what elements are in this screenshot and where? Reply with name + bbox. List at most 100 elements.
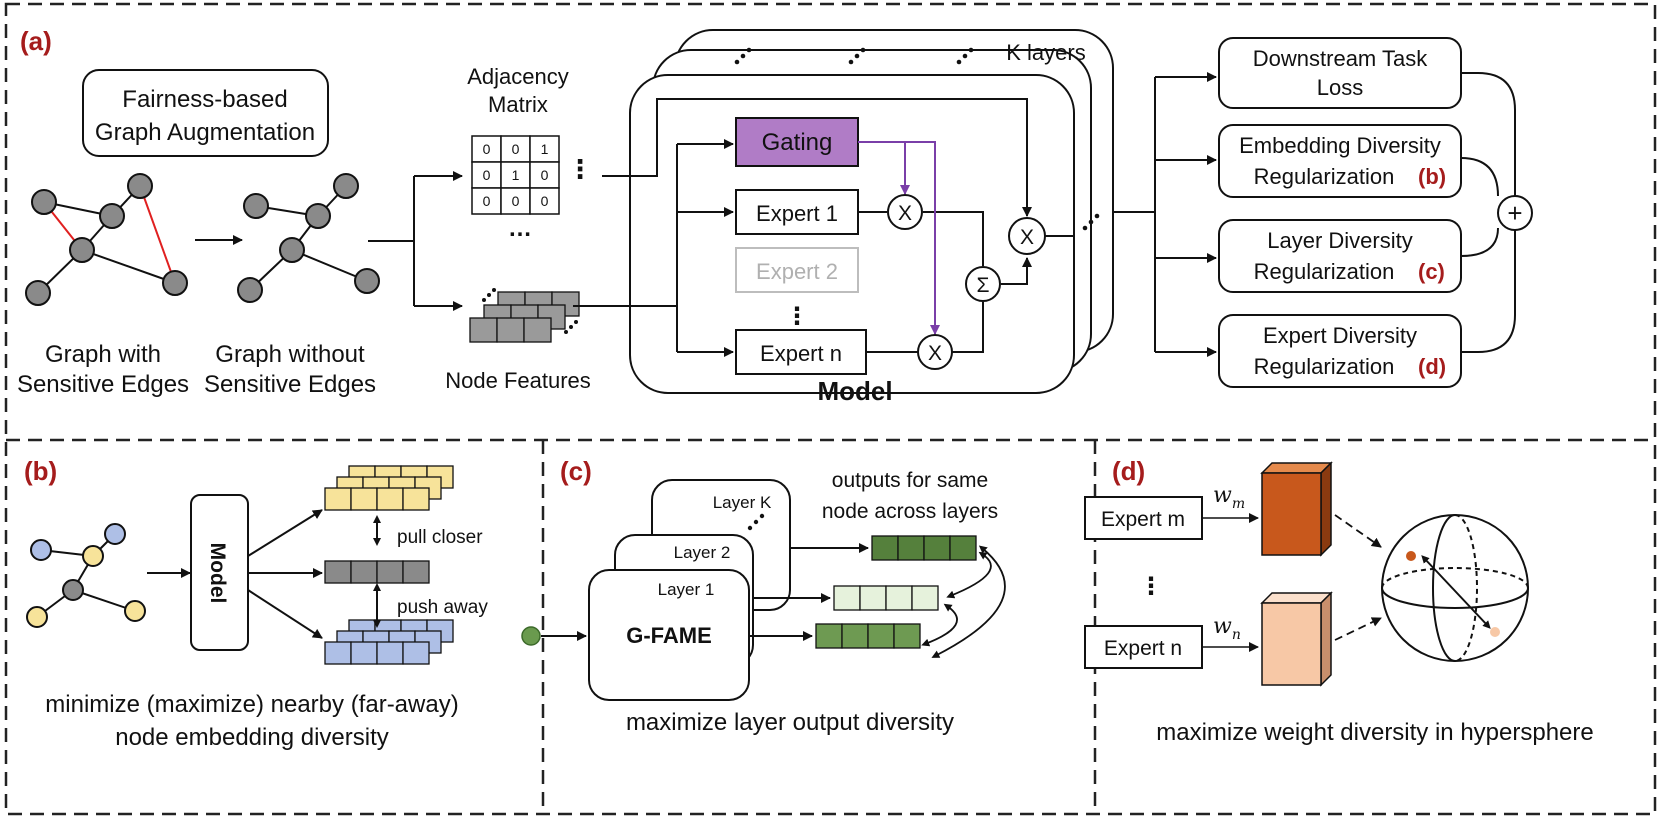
- graph1-label-line1: Graph with: [45, 341, 161, 368]
- feature-cell: [350, 560, 378, 584]
- outer-dashed-border: [4, 2, 1657, 816]
- layer-diversity-line1: Layer Diversity: [1267, 228, 1412, 253]
- embedding-diversity-line1: Embedding Diversity: [1239, 133, 1441, 158]
- projection-arrows: [1334, 514, 1382, 641]
- layer-dots: [734, 47, 974, 65]
- panel-b-graph: [26, 523, 146, 628]
- matrix-cell: [500, 161, 531, 189]
- graph1-label-line2: Sensitive Edges: [17, 371, 189, 398]
- feature-cell: [324, 560, 352, 584]
- feature-cell: [376, 560, 404, 584]
- weight-distance-arrow: [1421, 555, 1491, 629]
- stack-dot: [482, 298, 486, 302]
- panel-d-vdots: ⋮: [1139, 573, 1163, 600]
- output-cell: [859, 585, 887, 611]
- panel-d-tag: (d): [1112, 456, 1145, 486]
- output-cell: [897, 535, 925, 561]
- stack-dot: [487, 293, 491, 297]
- weight-point-n: [1490, 627, 1500, 637]
- embedding-diversity-tag: (b): [1418, 164, 1446, 189]
- output-mid-green: [815, 623, 921, 649]
- k-layers-label: K layers: [1006, 40, 1085, 65]
- graph2-label-line2: Sensitive Edges: [204, 371, 376, 398]
- output-cell: [841, 623, 869, 649]
- stack-dot: [574, 320, 578, 324]
- augmentation-box: [82, 69, 329, 157]
- feature-cell: [469, 317, 498, 343]
- feature-cell: [402, 560, 430, 584]
- panel-b-blue-stack: [324, 619, 454, 665]
- matrix-cell-value: 0: [512, 193, 520, 209]
- loss-combine-wires: [1460, 72, 1516, 353]
- multiply-label-n: X: [928, 342, 942, 365]
- loss-sum-node: [1497, 195, 1533, 231]
- expert2-label: Expert 2: [756, 259, 838, 284]
- output-cell: [923, 535, 951, 561]
- expertn-box: [735, 329, 867, 375]
- matrix-cell-value: 0: [512, 141, 520, 157]
- downstream-loss-line2: Loss: [1317, 75, 1363, 100]
- feature-cell: [496, 317, 525, 343]
- output-cell: [949, 535, 977, 561]
- feature-cell: [350, 487, 378, 511]
- layer-k-label: Layer K: [713, 493, 772, 512]
- layer-diversity-tag: (c): [1418, 259, 1445, 284]
- matrix-cell-value: 0: [541, 167, 549, 183]
- layer-diversity-line2: Regularization: [1254, 259, 1395, 284]
- panel-b-model-label: Model: [206, 543, 229, 604]
- output-cell: [885, 585, 913, 611]
- multiply-node-expert1: [887, 194, 923, 230]
- matrix-cell-value: 0: [483, 193, 491, 209]
- matrix-cell-value: 0: [541, 193, 549, 209]
- expert-n-label: Expert n: [1104, 637, 1182, 660]
- model-output-wires: [1045, 72, 1217, 357]
- weight-n-symbol: wn: [1213, 614, 1241, 643]
- expert-diversity-line1: Expert Diversity: [1263, 323, 1417, 348]
- node-features-stack: [469, 288, 580, 343]
- loss-sum-label: +: [1507, 198, 1522, 228]
- augmentation-label-line1: Fairness-based: [122, 86, 287, 113]
- stack-dot: [492, 288, 496, 292]
- feature-cell: [523, 317, 552, 343]
- graph-without-sensitive-edges: [237, 173, 380, 303]
- panel-b-fan-arrows: [247, 509, 323, 639]
- expert-diversity-tag: (d): [1418, 354, 1446, 379]
- adjacency-label-line2: Matrix: [488, 92, 548, 117]
- panel-b-caption-line1: minimize (maximize) nearby (far-away): [45, 691, 458, 718]
- matrix-cell: [529, 135, 560, 163]
- diversity-curved-arrows: [921, 545, 1006, 658]
- outputs-label-line1: outputs for same: [832, 469, 988, 492]
- weight-block-n: [1260, 591, 1333, 687]
- expert-m-label: Expert m: [1101, 508, 1185, 531]
- sum-label: Σ: [977, 274, 990, 297]
- matrix-cell-value: 0: [483, 141, 491, 157]
- feature-cell: [350, 641, 378, 665]
- embedding-diversity-line2: Regularization: [1254, 164, 1395, 189]
- expertn-label: Expert n: [760, 341, 842, 366]
- output-dark-green: [871, 535, 977, 561]
- gating-box: [735, 117, 859, 167]
- gating-label: Gating: [762, 129, 833, 156]
- output-cell: [867, 623, 895, 649]
- panel-b-yellow-stack: [324, 465, 454, 511]
- expert1-label: Expert 1: [756, 201, 838, 226]
- matrix-cell: [529, 187, 560, 215]
- panel-c-tag: (c): [560, 456, 592, 486]
- model-title: Model: [817, 376, 892, 406]
- model-output-dots: [1082, 213, 1100, 231]
- feature-cell: [376, 487, 404, 511]
- push-away-label: push away: [397, 597, 488, 618]
- output-cell: [833, 585, 861, 611]
- weight-point-m: [1406, 551, 1416, 561]
- split-arrows: [368, 171, 463, 311]
- panel-a-tag: (a): [20, 26, 52, 56]
- feature-cell: [376, 641, 404, 665]
- feature-cell: [402, 487, 430, 511]
- adjacency-vdots: ⋮: [567, 154, 593, 184]
- pull-closer-label: pull closer: [397, 527, 483, 548]
- panel-d-caption: maximize weight diversity in hypersphere: [1156, 719, 1594, 746]
- multiply-label-1: X: [898, 202, 912, 225]
- feature-cell: [324, 641, 352, 665]
- input-node: [521, 626, 541, 646]
- adjacency-ellipsis: …: [508, 215, 532, 242]
